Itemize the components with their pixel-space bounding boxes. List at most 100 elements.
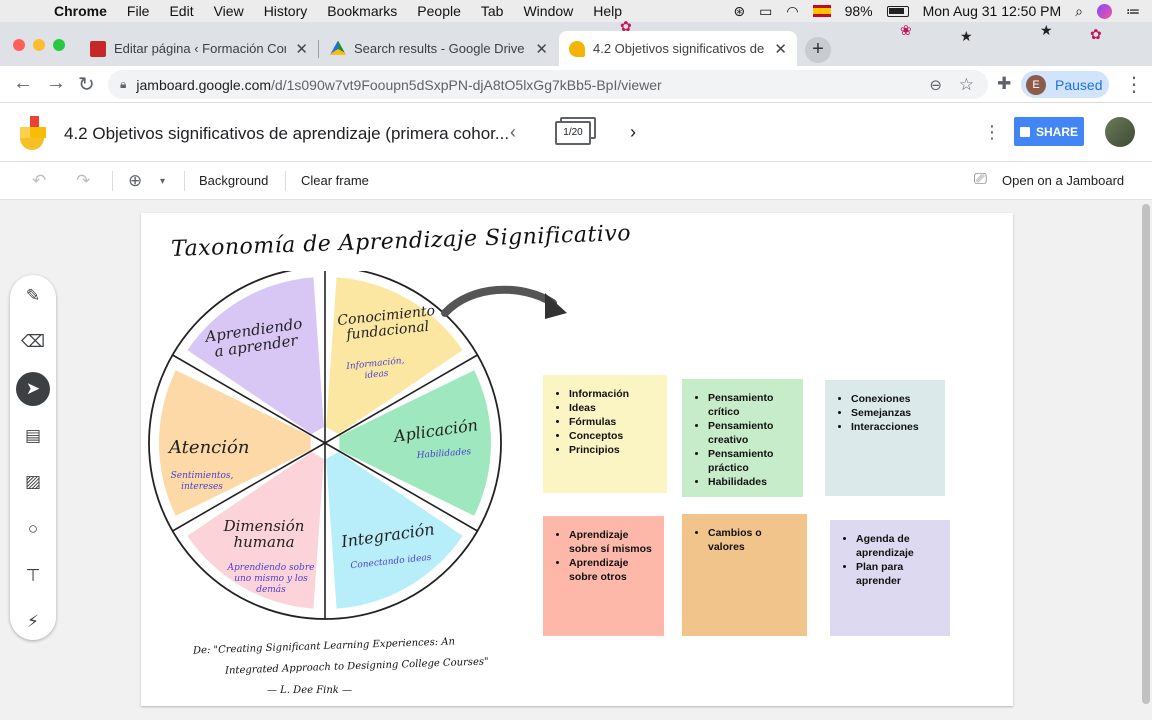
- window-zoom-button[interactable]: [53, 39, 65, 51]
- slice-sub-atencion: Sentimientos, intereses: [170, 471, 234, 492]
- menu-view[interactable]: View: [213, 3, 244, 19]
- close-tab-icon[interactable]: ✕: [535, 40, 548, 58]
- taxonomy-wheel: [148, 271, 502, 620]
- wheel-slice: [187, 277, 324, 435]
- jamboard-toolbar: ↶ ↷ ⊕ ▾ Background Clear frame ⎚ Open on…: [0, 162, 1152, 200]
- menu-tab[interactable]: Tab: [480, 3, 504, 19]
- sticky-note-green[interactable]: Pensamiento críticoPensamiento creativoP…: [682, 379, 803, 497]
- browser-toolbar: ← → ↻ 🔒︎ jamboard.google.com/d/1s090w7vt…: [0, 66, 1152, 103]
- jam-frame[interactable]: Taxonomía de Aprendizaje Significativo A…: [141, 213, 1013, 706]
- share-icon: [1019, 126, 1030, 137]
- menu-help[interactable]: Help: [593, 3, 623, 19]
- redo-icon[interactable]: ↷: [76, 171, 91, 190]
- back-arrow-icon[interactable]: ←: [13, 72, 33, 94]
- jamboard-logo-icon[interactable]: [20, 116, 46, 150]
- new-tab-button[interactable]: +: [805, 37, 831, 63]
- open-on-jamboard-icon[interactable]: ⎚: [974, 171, 987, 188]
- curved-arrow-icon: [441, 285, 567, 319]
- wheel-divider: [324, 354, 478, 444]
- sticky-note-teal[interactable]: ConexionesSemejanzasInteracciones: [825, 380, 945, 496]
- creative-cloud-icon[interactable]: ⊛: [733, 2, 746, 19]
- zoom-dropdown-icon[interactable]: ▾: [160, 176, 166, 187]
- profile-button[interactable]: E Paused: [1021, 71, 1109, 98]
- url-path: /d/1s090w7vt9Fooupn5dSxpPN-djA8tO5lxGg7k…: [271, 76, 662, 93]
- menu-edit[interactable]: Edit: [169, 3, 194, 19]
- select-tool-icon[interactable]: ➤: [16, 372, 50, 406]
- forward-arrow-icon[interactable]: →: [46, 72, 66, 94]
- macos-menubar: Chrome File Edit View History Bookmarks …: [0, 0, 1152, 22]
- menu-bookmarks[interactable]: Bookmarks: [327, 3, 398, 19]
- next-frame-icon[interactable]: ›: [630, 122, 636, 142]
- note-item: Pensamiento práctico: [708, 447, 793, 475]
- window-close-button[interactable]: [13, 39, 25, 51]
- toolbar-divider: [184, 171, 185, 191]
- sticky-note-salmon[interactable]: Aprendizaje sobre sí mismosAprendizaje s…: [543, 516, 664, 636]
- menu-file[interactable]: File: [126, 3, 150, 19]
- theme-flower-icon: ✿: [620, 18, 632, 34]
- text-box-tool-icon[interactable]: ⊤: [25, 566, 41, 585]
- menu-history[interactable]: History: [263, 3, 308, 19]
- menu-app-name[interactable]: Chrome: [54, 3, 107, 19]
- tab-divider: [318, 40, 319, 58]
- input-source-flag-icon[interactable]: [812, 5, 831, 17]
- tab-jamboard-active[interactable]: 4.2 Objetivos significativos de ✕: [559, 31, 797, 66]
- spotlight-search-icon[interactable]: ⌕: [1075, 2, 1083, 19]
- sticky-note-lavender[interactable]: Agenda de aprendizajePlan para aprender: [830, 520, 950, 636]
- wheel-slice: [159, 370, 311, 516]
- background-button[interactable]: Background: [199, 173, 269, 188]
- sticky-note-yellow[interactable]: InformaciónIdeasFórmulasConceptosPrincip…: [543, 375, 667, 493]
- tab-editar-pagina[interactable]: Editar página ‹ Formación Cont ✕: [80, 31, 318, 66]
- wheel-slice: [339, 370, 491, 516]
- wheel-divider: [172, 442, 326, 532]
- menubar-clock[interactable]: Mon Aug 31 12:50 PM: [922, 3, 1062, 19]
- zoom-magnifier-icon[interactable]: ⊖: [929, 76, 942, 94]
- theme-star-icon: ★: [1040, 22, 1053, 38]
- airplay-icon[interactable]: ▭: [759, 2, 773, 19]
- image-tool-icon[interactable]: ▨: [24, 472, 42, 491]
- menubar-status-area: ⊛ ▭ ◠ 98% Mon Aug 31 12:50 PM ⌕ ≔: [733, 0, 1140, 22]
- note-item: Aprendizaje sobre sí mismos: [569, 528, 654, 556]
- zoom-icon[interactable]: ⊕: [128, 171, 143, 190]
- note-item: Fórmulas: [569, 415, 657, 429]
- wheel-divider: [172, 354, 326, 444]
- lock-icon[interactable]: 🔒︎: [120, 77, 127, 91]
- chrome-menu-icon[interactable]: ⋮: [1124, 74, 1144, 96]
- note-item: Conexiones: [851, 392, 935, 406]
- frame-counter-button[interactable]: 1/20: [555, 117, 596, 145]
- user-avatar[interactable]: [1105, 117, 1135, 147]
- window-minimize-button[interactable]: [33, 39, 45, 51]
- eraser-tool-icon[interactable]: ⌫: [20, 332, 46, 351]
- address-bar[interactable]: 🔒︎ jamboard.google.com/d/1s090w7vt9Fooup…: [108, 70, 988, 99]
- ufm-favicon-icon: [90, 40, 106, 57]
- shape-tool-icon[interactable]: ○: [27, 519, 39, 538]
- note-item: Pensamiento crítico: [708, 391, 793, 419]
- clear-frame-button[interactable]: Clear frame: [301, 173, 369, 188]
- sticky-note-tool-icon[interactable]: ▤: [24, 426, 42, 445]
- laser-tool-icon[interactable]: ⚡︎: [27, 612, 39, 631]
- open-on-jamboard-button[interactable]: Open on a Jamboard: [1002, 173, 1125, 188]
- vertical-scrollbar[interactable]: [1142, 204, 1150, 704]
- menu-window[interactable]: Window: [523, 3, 574, 19]
- pen-tool-icon[interactable]: ✎: [25, 286, 41, 305]
- reload-icon[interactable]: ↻: [78, 74, 95, 96]
- siri-icon[interactable]: [1097, 3, 1112, 19]
- bookmark-star-icon[interactable]: ☆: [958, 74, 974, 94]
- share-button[interactable]: SHARE: [1014, 117, 1084, 146]
- battery-icon[interactable]: [886, 5, 909, 17]
- wifi-icon[interactable]: ◠: [786, 2, 799, 19]
- more-options-icon[interactable]: ⋮: [983, 122, 1001, 142]
- citation-line-3: — L. Dee Fink —: [267, 685, 353, 696]
- note-item: Principios: [569, 443, 657, 457]
- undo-icon[interactable]: ↶: [32, 171, 47, 190]
- note-item: Conceptos: [569, 429, 657, 443]
- control-center-icon[interactable]: ≔: [1126, 2, 1140, 19]
- previous-frame-icon[interactable]: ‹: [510, 122, 516, 142]
- close-tab-icon[interactable]: ✕: [295, 40, 308, 58]
- tab-google-drive[interactable]: Search results - Google Drive ✕: [320, 31, 558, 66]
- board-title[interactable]: 4.2 Objetivos significativos de aprendiz…: [64, 124, 510, 143]
- sticky-note-tan[interactable]: Cambios o valores: [682, 514, 807, 636]
- menu-people[interactable]: People: [417, 3, 461, 19]
- extensions-puzzle-icon[interactable]: ✚: [997, 74, 1012, 93]
- slice-sub-dimension: Aprendiendo sobre uno mismo y los demás: [227, 563, 315, 595]
- close-tab-icon[interactable]: ✕: [774, 40, 787, 58]
